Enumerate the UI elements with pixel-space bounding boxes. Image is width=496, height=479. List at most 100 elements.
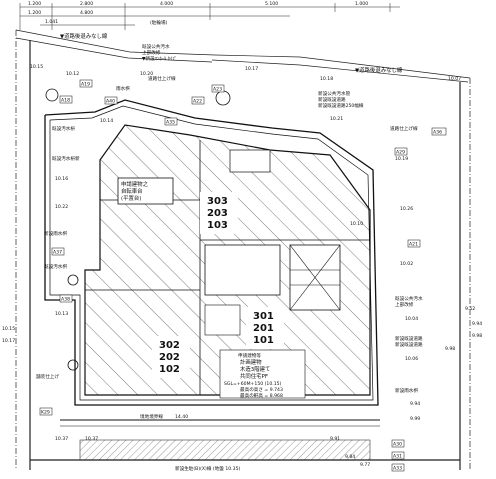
svg-text:木造3階建て: 木造3階建て <box>240 365 270 373</box>
svg-text:10.37: 10.37 <box>85 436 98 442</box>
e-road-note: 新設既設道路 新設既設道路 <box>395 335 423 348</box>
unit-201: 201 <box>253 323 274 334</box>
svg-text:A37: A37 <box>53 250 62 256</box>
svg-text:A19: A19 <box>81 82 90 88</box>
svg-text:A36: A36 <box>433 130 442 136</box>
svg-text:10.06: 10.06 <box>405 356 418 362</box>
svg-text:10.07: 10.07 <box>448 76 461 82</box>
svg-text:10.12: 10.12 <box>66 71 79 77</box>
svg-text:境地境界線: 境地境界線 <box>140 413 163 420</box>
svg-text:9.99: 9.99 <box>410 416 420 422</box>
svg-text:9.77: 9.77 <box>360 462 370 468</box>
svg-text:申請建物之: 申請建物之 <box>121 180 149 188</box>
svg-text:9.84: 9.84 <box>345 454 355 460</box>
svg-text:A33: A33 <box>393 466 402 472</box>
left-level-b: 10.17 <box>2 338 15 344</box>
top-dimension-text: 1.200 2.800 4.000 5.100 1.000 1.200 4.80… <box>28 1 368 26</box>
dim-4-000: 4.000 <box>160 1 173 7</box>
right-level-b: 9.98 <box>472 333 482 339</box>
svg-text:9.98: 9.98 <box>445 346 455 352</box>
right-level-a: 9.94 <box>472 321 482 327</box>
svg-text:上部改修: 上部改修 <box>395 301 414 308</box>
w-ground-note: 舗装仕上げ <box>36 373 59 380</box>
svg-text:10.02: 10.02 <box>400 261 413 267</box>
svg-text:10.16: 10.16 <box>55 176 68 182</box>
svg-text:上部改修: 上部改修 <box>142 49 161 56</box>
svg-text:新設公共汚水管: 新設公共汚水管 <box>318 90 351 97</box>
unit-label-upper: 303 203 103 <box>200 192 238 234</box>
building-info-box: 申請建物等 計画建物 木造3階建て 共同住宅PF SGL=+60M+150 (1… <box>219 349 306 399</box>
svg-text:A23: A23 <box>213 87 222 93</box>
dim-2-800: 2.800 <box>80 1 93 7</box>
svg-text:10.17: 10.17 <box>245 66 258 72</box>
svg-text:10.21: 10.21 <box>330 116 343 122</box>
svg-text:SGL=+60M+150 (10.15): SGL=+60M+150 (10.15) <box>224 381 282 387</box>
svg-text:A31: A31 <box>393 454 402 460</box>
ne-fence-note: 道路仕上げ線 <box>390 125 418 132</box>
unit-103: 103 <box>207 220 228 231</box>
svg-text:K29: K29 <box>41 410 50 416</box>
svg-text:10.14: 10.14 <box>100 118 113 124</box>
svg-text:既設公共汚水: 既設公共汚水 <box>142 43 170 50</box>
unit-301: 301 <box>253 311 274 322</box>
w-drain2-note: 既設汚水桝 <box>44 263 67 270</box>
dim-row2-c: (駐輪場) <box>150 19 168 26</box>
ne-road-note: 新設公共汚水管 新設既設道路 新設既設道路250幅線 <box>318 90 364 109</box>
dim-1-200: 1.200 <box>28 1 41 7</box>
svg-text:計画建物: 計画建物 <box>240 358 262 366</box>
small-room <box>204 304 241 336</box>
unit-101: 101 <box>253 335 274 346</box>
entry-room <box>229 149 271 173</box>
svg-text:最高の高さ = 9.743: 最高の高さ = 9.743 <box>240 386 283 393</box>
unit-302: 302 <box>159 340 180 351</box>
bike-parking: 申請建物之 自転車台 (平置台) <box>117 177 174 205</box>
svg-text:10.13: 10.13 <box>55 311 68 317</box>
svg-text:10.04: 10.04 <box>405 316 418 322</box>
dim-row3-a: 1.041 <box>45 19 58 25</box>
nw-fence-note: 道路仕上げ線 <box>148 75 176 82</box>
tag-boxes: A18 A19 A40 A22 A23 A35 A36 A29 A21 A37 … <box>39 79 447 472</box>
svg-text:新設既設道路: 新設既設道路 <box>318 96 346 103</box>
svg-text:▼新設ﾏﾝﾎｰﾙ ﾀｲﾌﾟ: ▼新設ﾏﾝﾎｰﾙ ﾀｲﾌﾟ <box>142 55 177 62</box>
svg-text:A35: A35 <box>166 120 175 126</box>
dim-row2-a: 1.200 <box>28 10 41 16</box>
w-drain-note: 新設雨水桝 <box>44 230 67 237</box>
svg-text:A38: A38 <box>61 297 70 303</box>
svg-text:最高の軒高 = 8.968: 最高の軒高 = 8.968 <box>240 392 283 399</box>
svg-text:新設生駐(B)(X)線 (地盤 10.35): 新設生駐(B)(X)線 (地盤 10.35) <box>175 465 240 472</box>
left-level-a: 10.15 <box>2 326 15 332</box>
unit-202: 202 <box>159 352 180 363</box>
svg-text:14.40: 14.40 <box>175 414 188 420</box>
unit-203: 203 <box>207 208 228 219</box>
svg-text:新設既設道路: 新設既設道路 <box>395 341 423 348</box>
svg-text:A22: A22 <box>193 99 202 105</box>
boundary-top-right: ▼道路後退みなし線 <box>355 66 403 74</box>
svg-text:自転車台: 自転車台 <box>121 187 143 195</box>
unit-303: 303 <box>207 196 228 207</box>
boundary-top-left: ▼道路後退みなし線 <box>60 32 108 40</box>
svg-text:10.19: 10.19 <box>395 156 408 162</box>
svg-text:申請建物等: 申請建物等 <box>238 352 261 359</box>
svg-text:9.94: 9.94 <box>410 401 420 407</box>
w-rain-note: 雨水桝 <box>116 85 130 92</box>
unit-label-left: 302 202 102 <box>152 336 190 378</box>
dim-5-100: 5.100 <box>265 1 278 7</box>
svg-text:10.10: 10.10 <box>350 221 363 227</box>
svg-text:A29: A29 <box>396 150 405 156</box>
dim-row2-b: 4.800 <box>80 10 93 16</box>
svg-text:10.20: 10.20 <box>140 71 153 77</box>
dim-1-000: 1.000 <box>355 1 368 7</box>
svg-text:10.22: 10.22 <box>55 204 68 210</box>
svg-text:既設公共汚水: 既設公共汚水 <box>395 295 423 302</box>
top-dimension-lines <box>19 3 400 30</box>
svg-text:A40: A40 <box>106 99 115 105</box>
nw-utility-note: 既設公共汚水 上部改修 ▼新設ﾏﾝﾎｰﾙ ﾀｲﾌﾟ <box>142 43 177 62</box>
svg-text:9.91: 9.91 <box>330 436 340 442</box>
unit-102: 102 <box>159 364 180 375</box>
svg-text:A18: A18 <box>61 98 70 104</box>
svg-text:10.15: 10.15 <box>30 64 43 70</box>
south-boundary: 境地境界線 14.40 新設生駐(B)(X)線 (地盤 10.35) <box>60 413 380 472</box>
stair-room <box>204 244 281 296</box>
w-sewer-note: 既設汚水枡 <box>52 125 75 132</box>
svg-text:10.18: 10.18 <box>320 76 333 82</box>
